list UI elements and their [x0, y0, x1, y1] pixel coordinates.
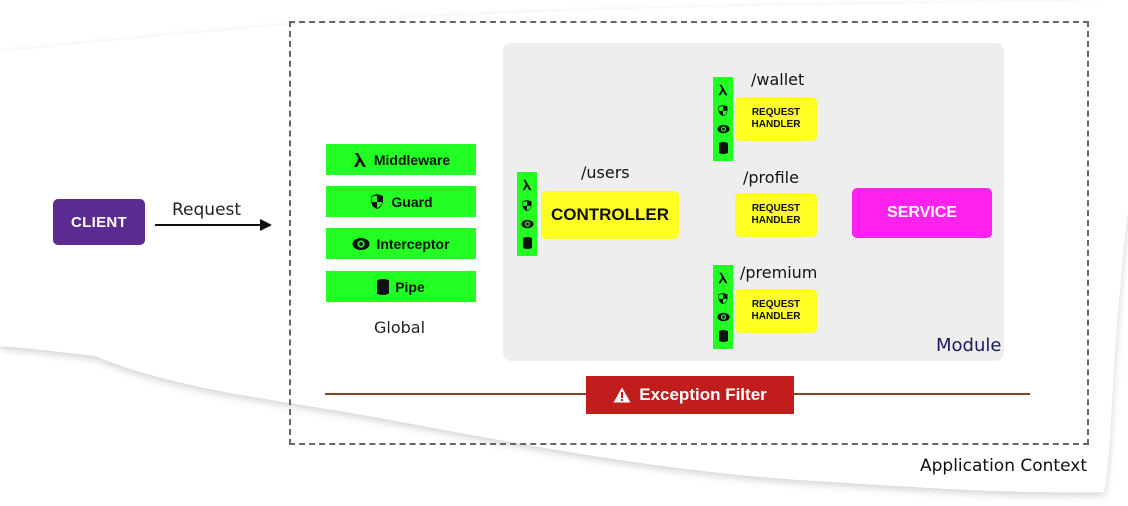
global-label: Global: [374, 318, 426, 337]
wallet-strip: [713, 77, 733, 161]
exception-filter-label: Exception Filter: [639, 385, 767, 404]
global-pipe-label: Pipe: [395, 278, 425, 295]
global-pipe[interactable]: Pipe: [326, 271, 476, 302]
premium-strip: [713, 265, 733, 349]
global-guard-label: Guard: [391, 193, 433, 210]
premium-handler-line2: HANDLER: [751, 311, 801, 322]
profile-route: /profile: [743, 168, 799, 187]
service-label: SERVICE: [887, 204, 957, 221]
shield-icon: [522, 199, 532, 211]
shield-icon: [371, 194, 384, 209]
client-label: CLIENT: [71, 213, 127, 231]
global-interceptor-label: Interceptor: [376, 235, 450, 252]
profile-handler-line1: REQUEST: [751, 203, 801, 214]
cylinder-icon: [718, 330, 728, 343]
wallet-route: /wallet: [751, 70, 805, 89]
lambda-icon: [522, 179, 532, 191]
wallet-handler-line1: REQUEST: [751, 107, 801, 118]
client-box[interactable]: CLIENT: [53, 199, 145, 245]
wallet-request-handler[interactable]: REQUEST HANDLER: [735, 97, 817, 141]
lambda-icon: [353, 152, 366, 167]
global-interceptor[interactable]: Interceptor: [326, 228, 476, 259]
cylinder-icon: [718, 142, 728, 155]
wallet-handler-line2: HANDLER: [751, 119, 801, 130]
lambda-icon: [718, 272, 728, 284]
eye-icon: [352, 237, 370, 250]
cylinder-icon: [522, 237, 532, 250]
service-box[interactable]: SERVICE: [852, 188, 992, 238]
shield-icon: [718, 292, 728, 304]
application-context-label: Application Context: [920, 456, 1087, 476]
profile-handler-line2: HANDLER: [751, 215, 801, 226]
global-guard[interactable]: Guard: [326, 186, 476, 217]
controller-label: CONTROLLER: [550, 205, 670, 224]
controller-route: /users: [581, 163, 630, 182]
shield-icon: [718, 104, 728, 116]
cylinder-icon: [377, 278, 390, 295]
premium-request-handler[interactable]: REQUEST HANDLER: [735, 289, 817, 333]
request-arrow-head: [260, 219, 272, 231]
global-middleware-label: Middleware: [373, 151, 451, 168]
warning-icon: [613, 387, 631, 403]
premium-route: /premium: [740, 263, 818, 282]
lambda-icon: [718, 84, 728, 96]
eye-icon: [716, 125, 730, 134]
request-label: Request: [172, 200, 242, 220]
eye-icon: [716, 313, 730, 322]
profile-request-handler[interactable]: REQUEST HANDLER: [735, 193, 817, 237]
exception-filter-box[interactable]: Exception Filter: [586, 376, 794, 414]
controller-strip: [517, 172, 537, 256]
eye-icon: [520, 220, 534, 229]
premium-handler-line1: REQUEST: [751, 299, 801, 310]
global-middleware[interactable]: Middleware: [326, 144, 476, 175]
module-label: Module: [936, 335, 1002, 356]
application-context-border: [289, 21, 1089, 445]
controller-box[interactable]: CONTROLLER: [541, 191, 679, 239]
